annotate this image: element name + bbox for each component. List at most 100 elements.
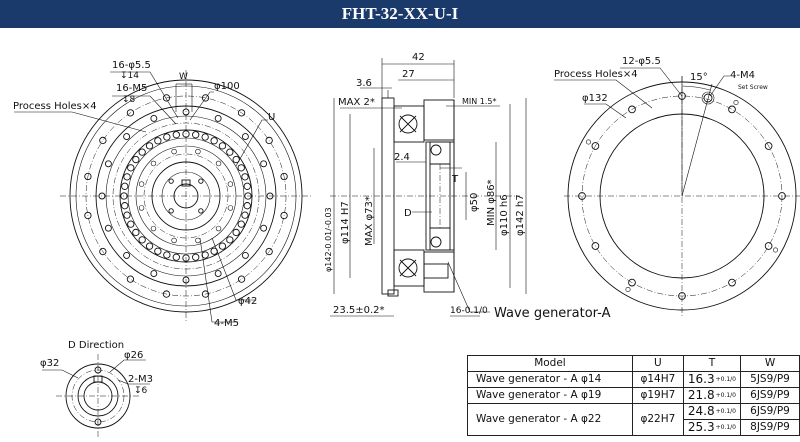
dia-100-label: φ100 (214, 81, 240, 92)
t-tolerance: +0.1/0 (715, 424, 737, 431)
header-w: W (740, 355, 800, 372)
front-mid-holes (138, 148, 234, 244)
bearing-roller (241, 173, 249, 181)
dim-24-label: 2.4 (394, 152, 410, 163)
mid-hole (150, 160, 157, 167)
title-bar (0, 0, 800, 28)
mounting-hole (280, 211, 288, 220)
tapped-4-label: 4-M5 (214, 318, 239, 329)
bearing-roller (121, 182, 129, 190)
bearing-roller (201, 133, 209, 141)
cell-t: 21.8+0.1/0 (682, 387, 742, 404)
min-86-label: MIN φ86* (486, 179, 497, 226)
dim-36-label: 3.6 (356, 78, 372, 89)
bearing-roller (138, 236, 146, 244)
mounting-hole (99, 136, 107, 145)
d-dia-32-label: φ32 (40, 358, 59, 369)
dim-42-label: 42 (412, 52, 425, 63)
header-u: U (631, 355, 684, 372)
mounting-hole (237, 109, 246, 117)
bearing-roller (154, 137, 162, 145)
tapped-hole (104, 224, 112, 232)
tapped-hole (123, 251, 131, 259)
process-hole (625, 287, 631, 293)
d-dia-26-label: φ26 (124, 350, 143, 361)
bearing-roller (154, 247, 162, 255)
tapped-hole (241, 251, 249, 259)
mounting-hole (126, 275, 135, 283)
tapped-hole (150, 270, 158, 278)
u-label: U (268, 112, 275, 123)
d-direction-view: D Direction φ32 φ26 2-M3 ↧6 (40, 340, 153, 438)
process-hole (733, 99, 739, 105)
mounting-hole (280, 172, 288, 181)
bearing-roller (121, 202, 129, 210)
mid-hole (195, 237, 201, 244)
cell-w: 6JS9/P9 (740, 387, 800, 404)
front-m5-holes (168, 178, 204, 214)
m5-hole (198, 208, 204, 214)
bearing-roller (127, 220, 135, 228)
process-hole (773, 247, 779, 253)
set-screw-text-label: Set Screw (738, 84, 768, 91)
dia-142-tol-label: φ142-0.01/-0.03 (324, 207, 333, 272)
m5-hole (168, 178, 174, 184)
back-mounting-hole (678, 292, 686, 300)
bearing-roller (226, 236, 234, 244)
bearing-roller (138, 148, 146, 156)
bearing-roller (243, 182, 251, 190)
process-hole (585, 139, 591, 145)
bearing-roller (237, 220, 245, 228)
tapped-hole (214, 114, 222, 122)
t-tolerance: +0.1/0 (715, 408, 737, 415)
mounting-hole (201, 94, 210, 102)
cell-t: 24.8+0.1/0 (682, 403, 742, 420)
table-header-row: Model U T W (467, 355, 800, 372)
d-direction-heading: D Direction (68, 340, 124, 351)
bearing-roller (244, 192, 252, 200)
d-tapped-2-label: 2-M3 (128, 374, 153, 385)
t-value: 16.3 (687, 372, 715, 386)
table-row: 25.3+0.1/0 8JS9/P9 (468, 419, 800, 436)
cell-u: φ14H7 (631, 371, 684, 388)
bearing-roller (241, 211, 249, 219)
dia-110-label: φ110 h6 (499, 194, 510, 236)
mid-hole (215, 225, 222, 232)
mid-hole (195, 148, 201, 155)
back-mounting-hole (578, 192, 586, 200)
cell-w: 5JS9/P9 (740, 371, 800, 388)
cell-w: 6JS9/P9 (740, 403, 800, 420)
cell-u: φ19H7 (631, 387, 684, 404)
header-model: Model (467, 355, 633, 372)
holes-16-label: 16-φ5.5 (112, 60, 151, 71)
mounting-hole (126, 109, 135, 117)
dim-27-label: 27 (402, 69, 415, 80)
mid-hole (227, 205, 234, 211)
back-mounting-hole (628, 278, 636, 287)
bearing-roller (232, 228, 240, 237)
back-mounting-hole (628, 105, 636, 114)
table-row: Wave generator - A φ14 φ14H7 16.3+0.1/0 … (467, 371, 800, 388)
mid-hole (171, 237, 177, 244)
bearing-roller (123, 211, 131, 219)
bearing-roller (120, 192, 128, 200)
table-row: Wave generator - A φ22 φ22H7 24.8+0.1/0 … (467, 403, 800, 436)
cell-t: 16.3+0.1/0 (682, 371, 742, 388)
tapped-hole (266, 192, 274, 200)
tapped-hole (241, 133, 249, 141)
bearing-roller (237, 164, 245, 172)
mounting-hole (99, 247, 107, 256)
back-process-holes-label: Process Holes×4 (554, 69, 638, 80)
side-view: 42 27 3.6 MAX 2* MIN 1.5* 2.4 φ142-0.01/… (324, 52, 611, 321)
cell-w: 8JS9/P9 (740, 419, 800, 436)
bearing-roller (226, 148, 234, 156)
back-mounting-hole (764, 142, 773, 150)
tapped-hole (104, 160, 112, 168)
dim-16-label: 16-0.1/0 (450, 306, 488, 316)
bearing-roller (145, 242, 154, 250)
tapped-hole (150, 114, 158, 122)
mounting-hole (201, 290, 210, 298)
bearing-roller (123, 173, 131, 181)
angle-15-label: 15° (690, 72, 708, 83)
mid-hole (150, 225, 157, 232)
